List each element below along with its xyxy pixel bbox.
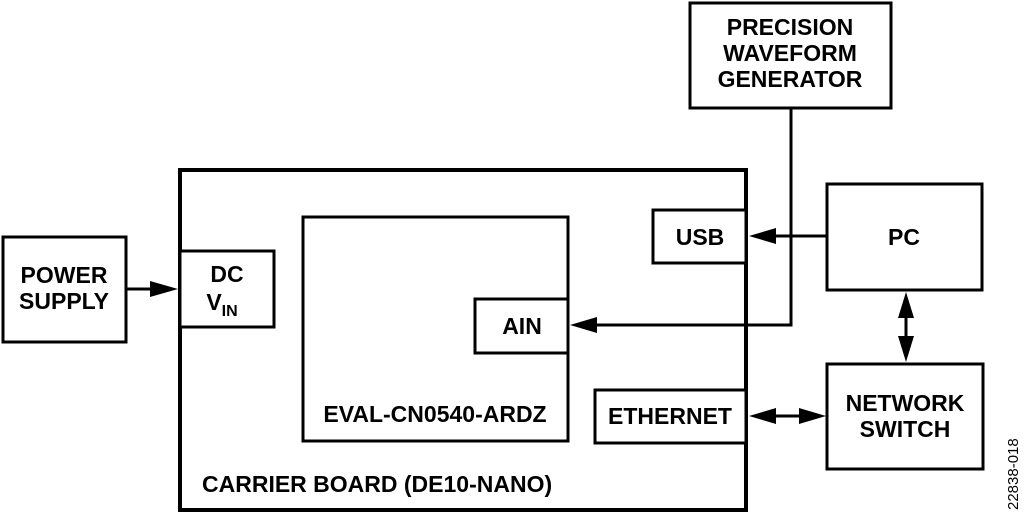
usb-label: USB [676,224,725,250]
power-supply-box [1,235,128,344]
network-switch-box [825,362,985,471]
ethernet-box [593,388,748,445]
pc-arrowhead [898,292,914,318]
network-switch-arrowhead [799,408,826,424]
ain-label: AIN [502,313,542,339]
power-arrowhead [150,281,178,297]
dc-label: DC [210,261,243,287]
waveform-to-ain-line [594,108,793,327]
power-supply-line1: POWER [21,262,108,288]
waveform-generator-line1: PRECISION [727,14,854,40]
power-supply-line2: SUPPLY [19,288,109,314]
switch-arrowhead [898,336,914,362]
waveform-generator-box [688,1,893,110]
figure-id: 22838-018 [1005,438,1022,510]
ain-box [473,297,570,355]
usb-arrowhead [749,228,776,244]
dc-vin-box [178,249,276,329]
ain-arrowhead [570,317,597,333]
pc-label: PC [888,224,920,250]
waveform-generator-line3: GENERATOR [718,66,863,92]
vin-v: V [206,289,222,315]
carrier-board-frame [178,168,748,512]
usb-box [651,208,748,265]
ethernet-arrowhead [749,408,776,424]
vin-subscript: IN [222,303,238,320]
carrier-board-label: CARRIER BOARD (DE10-NANO) [202,471,552,497]
waveform-generator-line2: WAVEFORM [723,40,857,66]
ethernet-label: ETHERNET [608,403,732,429]
network-switch-line2: SWITCH [860,416,951,442]
pc-box [825,182,984,292]
network-switch-line1: NETWORK [846,390,965,416]
eval-board-label: EVAL-CN0540-ARDZ [323,401,546,427]
vin-label: VIN [206,289,237,320]
